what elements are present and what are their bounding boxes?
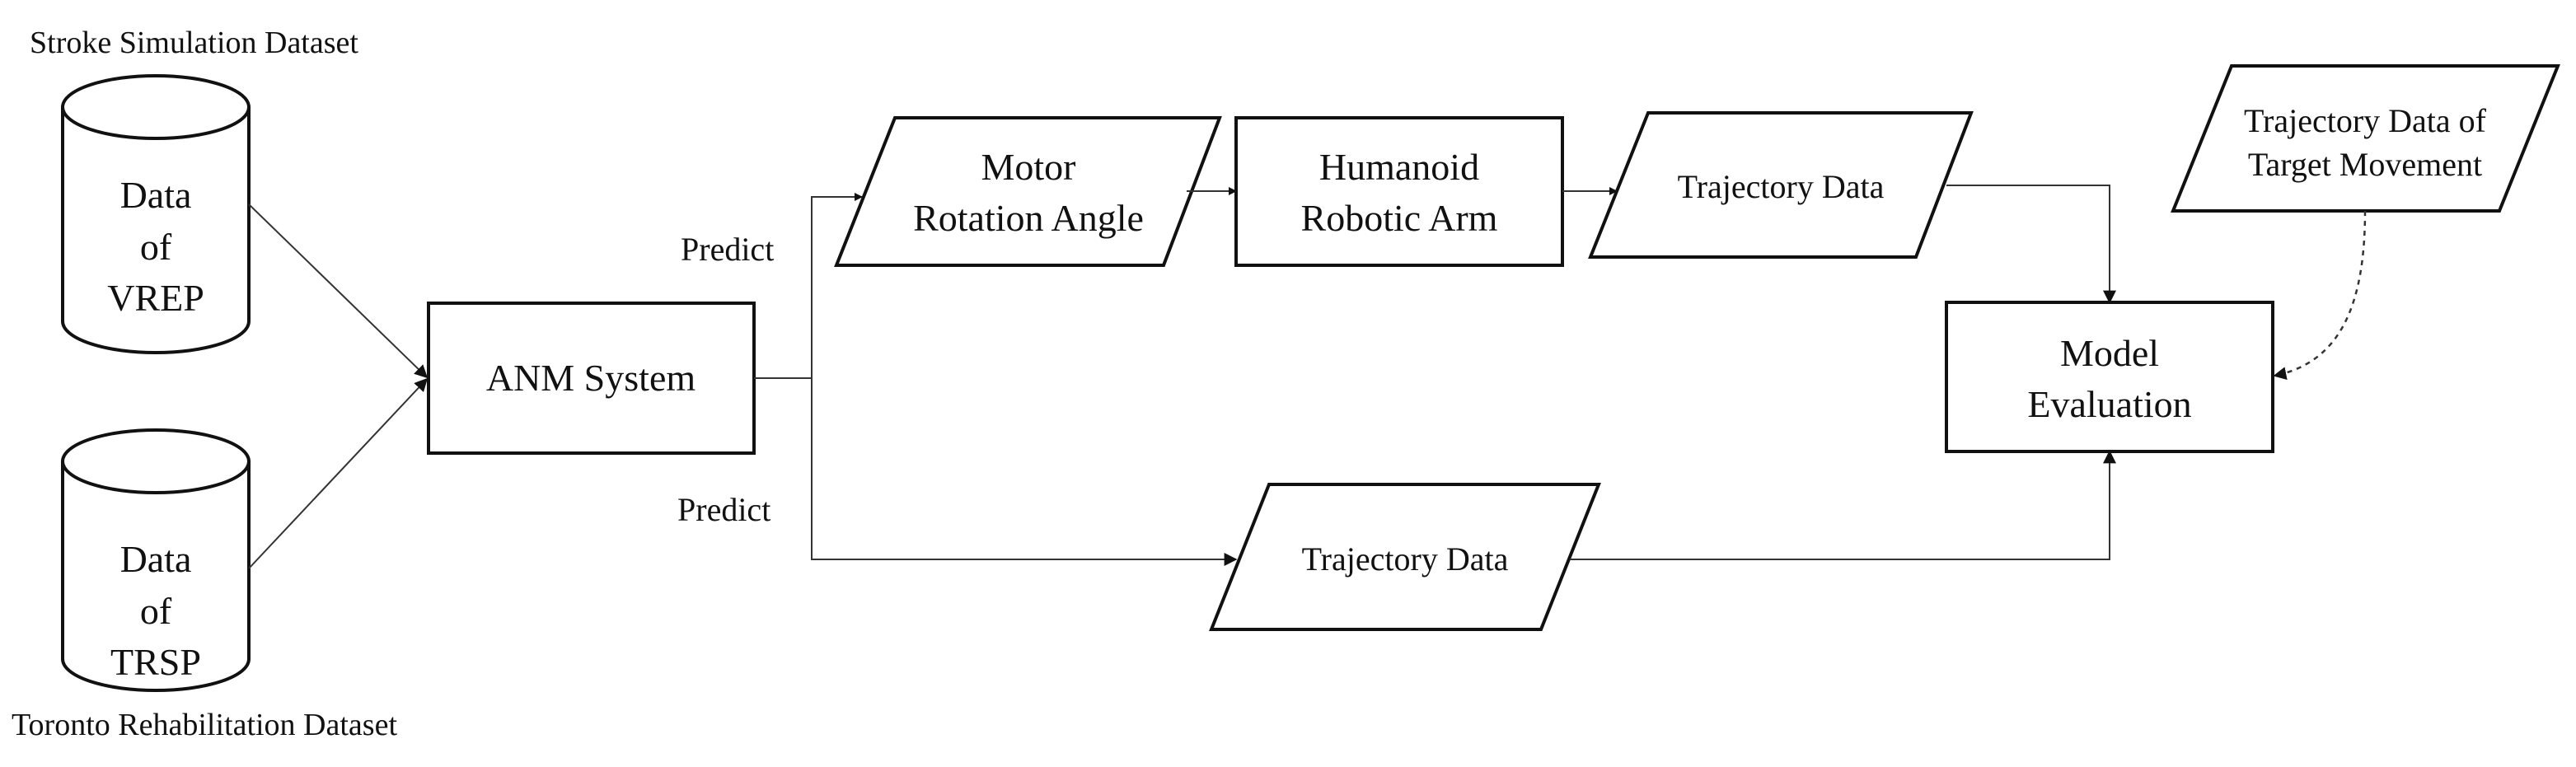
cylinder-trsp-line-3: TRSP [110,641,201,683]
anm-system-box: ANM System [427,302,756,455]
arrow-trajectory-bottom-to-evaluation [1570,450,2116,560]
model-evaluation-line-1: Model [2060,332,2159,374]
cylinder-vrep-line-2: of [140,226,172,268]
trajectory-data-bottom-shape: Trajectory Data [1209,483,1601,631]
model-evaluation-line-2: Evaluation [2027,383,2191,425]
predict-bottom-label: Predict [677,491,770,528]
motor-rotation-line-2: Rotation Angle [913,197,1144,239]
arrow-vrep-to-anm [248,203,429,379]
trajectory-data-top-shape: Trajectory Data [1588,111,1974,259]
humanoid-arm-line-2: Robotic Arm [1301,197,1498,239]
cylinder-vrep-line-1: Data [120,174,192,216]
cylinder-vrep: Data of VREP [61,74,251,354]
trajectory-data-bottom-label: Trajectory Data [1302,540,1509,578]
trajectory-target-line-1: Trajectory Data of [2244,102,2487,139]
predict-top-label: Predict [681,231,774,268]
arrow-trajectory-top-to-evaluation [1946,185,2116,304]
trajectory-target-shape: Trajectory Data of Target Movement [2171,64,2560,213]
motor-rotation-line-1: Motor [981,146,1076,188]
motor-rotation-angle-shape: Motor Rotation Angle [834,116,1222,267]
trajectory-target-line-2: Target Movement [2248,146,2482,183]
arrow-trsp-to-anm [248,377,429,569]
dashed-arrow-target-to-evaluation [2273,210,2367,381]
cylinder-trsp-line-2: of [140,590,172,632]
arrow-anm-to-trajectory-bottom [811,378,1238,566]
cylinder-trsp-line-1: Data [120,538,192,580]
cylinder-vrep-line-3: VREP [107,277,204,319]
cylinder-trsp: Data of TRSP [61,428,251,692]
trajectory-data-top-label: Trajectory Data [1678,168,1885,205]
model-evaluation-box: Model Evaluation [1945,301,2274,453]
anm-system-label: ANM System [486,357,696,399]
humanoid-arm-line-1: Humanoid [1319,146,1479,188]
humanoid-robotic-arm-box: Humanoid Robotic Arm [1234,116,1564,267]
stroke-dataset-label: Stroke Simulation Dataset [30,26,358,60]
toronto-dataset-label: Toronto Rehabilitation Dataset [12,708,397,742]
arrow-anm-to-motor [754,193,863,379]
